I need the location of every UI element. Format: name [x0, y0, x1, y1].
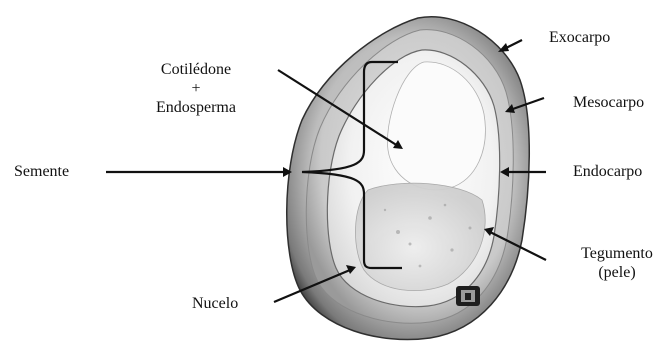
- label-semente: Semente: [14, 162, 69, 181]
- label-cotiledone-line2: +: [136, 79, 256, 98]
- label-mesocarpo: Mesocarpo: [573, 93, 644, 112]
- label-cotiledone-line3: Endosperma: [136, 98, 256, 117]
- label-tegumento-line2: (pele): [574, 263, 660, 282]
- label-exocarpo: Exocarpo: [549, 28, 610, 47]
- label-cotiledone: Cotilédone + Endosperma: [136, 60, 256, 117]
- base-mark: [456, 286, 480, 306]
- label-tegumento: Tegumento (pele): [574, 244, 660, 282]
- label-nucelo: Nucelo: [192, 294, 238, 313]
- label-cotiledone-line1: Cotilédone: [136, 60, 256, 79]
- label-endocarpo: Endocarpo: [573, 162, 642, 181]
- label-tegumento-line1: Tegumento: [574, 244, 660, 263]
